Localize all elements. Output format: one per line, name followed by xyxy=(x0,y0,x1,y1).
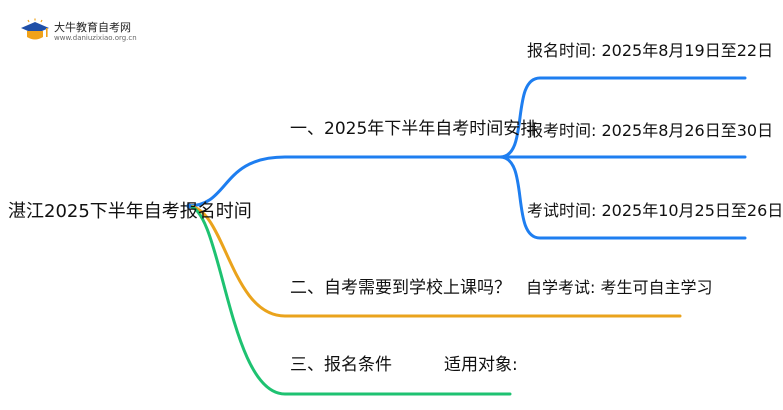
branch-1-leaf-exam: 考试时间: 2025年10月25日至26日 xyxy=(527,201,783,220)
branch-1-leaf-registration: 报名时间: 2025年8月19日至22日 xyxy=(527,41,774,60)
logo-title: 大牛教育自考网 xyxy=(54,21,131,34)
branch-1-leaf-application: 报考时间: 2025年8月26日至30日 xyxy=(527,121,774,140)
mindmap-connectors xyxy=(186,76,747,396)
branch-1-connector xyxy=(186,155,502,208)
branch-3-connector xyxy=(186,204,512,396)
branch-1-leaf-connector-3 xyxy=(498,155,747,240)
branch-1-title: 一、2025年下半年自考时间安排 xyxy=(290,119,538,139)
logo-url: www.daniuzixiao.org.cn xyxy=(54,34,137,42)
branch-3-note: 适用对象: xyxy=(444,355,518,375)
branch-1-leaf-connector-1 xyxy=(498,76,747,159)
branch-2-connector xyxy=(186,204,682,318)
root-node-dot xyxy=(186,203,192,209)
branch-2-title: 二、自考需要到学校上课吗？ xyxy=(290,278,511,298)
site-logo[interactable]: 大牛教育自考网 www.daniuzixiao.org.cn xyxy=(18,16,168,48)
root-node: 湛江2025下半年自考报名时间 xyxy=(8,201,252,222)
branch-2-leaf: 自学考试: 考生可自主学习 xyxy=(526,278,713,297)
graduation-cap-icon xyxy=(21,18,49,40)
branch-3-title: 三、报名条件 xyxy=(290,355,392,375)
